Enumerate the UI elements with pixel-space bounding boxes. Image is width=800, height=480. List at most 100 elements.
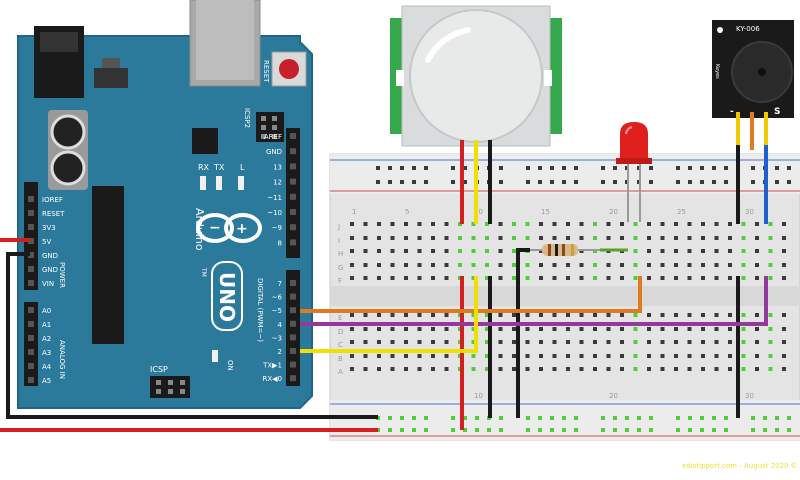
analog-pin-label: A1 bbox=[42, 321, 51, 329]
digital-pin-top bbox=[290, 209, 296, 215]
breadboard-hole-top bbox=[552, 276, 557, 280]
resistor-band-1 bbox=[548, 244, 551, 256]
analog-header bbox=[24, 302, 38, 386]
breadboard-hole-top bbox=[525, 222, 530, 226]
breadboard-hole-bottom bbox=[728, 327, 732, 331]
breadboard-hole-bottom bbox=[431, 340, 435, 344]
breadboard-hole-bottom bbox=[633, 354, 638, 358]
breadboard-hole-top bbox=[647, 236, 651, 240]
reset-button-cap[interactable] bbox=[279, 59, 299, 79]
breadboard-hole-bottom bbox=[498, 340, 503, 344]
analog-pin bbox=[28, 307, 34, 313]
breadboard-hole-bottom bbox=[620, 354, 624, 358]
breadboard-hole-top bbox=[660, 263, 665, 267]
resistor bbox=[530, 244, 600, 256]
breadboard-hole-bottom bbox=[498, 367, 503, 371]
rail-hole-top bbox=[676, 166, 680, 170]
breadboard-hole-top bbox=[714, 276, 719, 280]
tx-led bbox=[216, 176, 222, 190]
rail-hole-top bbox=[688, 180, 692, 184]
breadboard-hole-top bbox=[512, 249, 516, 253]
buzzer-side-text: Keyes bbox=[714, 64, 720, 79]
rail-hole-bottom bbox=[700, 416, 704, 420]
rail-hole-top bbox=[751, 166, 755, 170]
rail-hole-bottom bbox=[475, 416, 479, 420]
rail-hole-bottom bbox=[388, 416, 392, 420]
breadboard-hole-top bbox=[782, 276, 786, 280]
regulator-tab bbox=[102, 58, 120, 68]
breadboard-hole-top bbox=[714, 236, 719, 240]
breadboard-hole-top bbox=[579, 236, 584, 240]
breadboard-hole-top bbox=[714, 222, 719, 226]
rail-hole-bottom bbox=[463, 428, 467, 432]
breadboard-hole-bottom bbox=[755, 340, 759, 344]
breadboard-hole-bottom bbox=[552, 367, 557, 371]
breadboard-hole-bottom bbox=[525, 313, 530, 317]
breadboard-hole-top bbox=[674, 276, 678, 280]
breadboard-hole-bottom bbox=[512, 327, 516, 331]
rail-hole-bottom bbox=[451, 416, 455, 420]
rail-hole-bottom bbox=[451, 428, 455, 432]
breadboard-hole-bottom bbox=[431, 354, 435, 358]
breadboard: 1 5 10 15 20 25 30 10 20 30 J I H G F E … bbox=[329, 153, 800, 441]
power-pin bbox=[28, 238, 34, 244]
breadboard-hole-top bbox=[431, 249, 435, 253]
digital-pin-bottom bbox=[290, 280, 296, 286]
breadboard-hole-top bbox=[363, 263, 368, 267]
breadboard-hole-top bbox=[593, 276, 597, 280]
rail-hole-top bbox=[526, 166, 530, 170]
icsp-pin bbox=[168, 380, 173, 385]
rail-hole-top bbox=[538, 180, 542, 184]
buzzer-module: KY-006 Keyes - S bbox=[712, 20, 794, 118]
breadboard-hole-top bbox=[728, 249, 732, 253]
rail-hole-bottom bbox=[625, 416, 629, 420]
rail-hole-top bbox=[787, 180, 791, 184]
breadboard-hole-bottom bbox=[674, 367, 678, 371]
breadboard-hole-top bbox=[741, 249, 746, 253]
rail-hole-bottom bbox=[751, 428, 755, 432]
breadboard-hole-bottom bbox=[768, 313, 773, 317]
digital-pin-bottom bbox=[290, 348, 296, 354]
digital-pin-label: GND bbox=[266, 148, 282, 156]
row-letter-b: B bbox=[338, 355, 343, 363]
row-letter-i: I bbox=[338, 237, 340, 245]
breadboard-hole-top bbox=[471, 276, 476, 280]
breadboard-hole-bottom bbox=[363, 340, 368, 344]
breadboard-hole-bottom bbox=[606, 327, 611, 331]
breadboard-hole-top bbox=[782, 249, 786, 253]
credit-text: edistipport.com - August 2020 © bbox=[682, 462, 798, 470]
rail-hole-bottom bbox=[499, 416, 503, 420]
rail-hole-bottom bbox=[787, 428, 791, 432]
breadboard-hole-bottom bbox=[741, 313, 746, 317]
rx-label: RX bbox=[198, 163, 210, 172]
rail-hole-top bbox=[574, 180, 578, 184]
breadboard-hole-bottom bbox=[687, 354, 692, 358]
rail-hole-bottom bbox=[637, 416, 641, 420]
breadboard-hole-bottom bbox=[728, 313, 732, 317]
breadboard-hole-top bbox=[512, 222, 516, 226]
breadboard-hole-top bbox=[498, 276, 503, 280]
breadboard-hole-top bbox=[660, 276, 665, 280]
power-pin bbox=[28, 252, 34, 258]
row-letter-e: E bbox=[338, 314, 342, 322]
breadboard-hole-top bbox=[687, 276, 692, 280]
breadboard-hole-bottom bbox=[606, 354, 611, 358]
power-pin bbox=[28, 266, 34, 272]
breadboard-hole-bottom bbox=[350, 367, 354, 371]
breadboard-hole-top bbox=[485, 263, 489, 267]
breadboard-hole-bottom bbox=[444, 354, 449, 358]
center-channel bbox=[330, 286, 800, 306]
rail-hole-bottom bbox=[763, 416, 767, 420]
power-pin-label: GND bbox=[42, 266, 58, 274]
col-num-20: 20 bbox=[609, 208, 618, 216]
power-pin bbox=[28, 196, 34, 202]
breadboard-hole-top bbox=[525, 236, 530, 240]
breadboard-hole-top bbox=[552, 222, 557, 226]
rail-hole-top bbox=[463, 166, 467, 170]
breadboard-hole-top bbox=[701, 276, 705, 280]
digital-pin-label: ~9 bbox=[272, 224, 282, 232]
tx-label: TX bbox=[213, 163, 225, 172]
breadboard-hole-bottom bbox=[417, 354, 422, 358]
capacitor-2 bbox=[50, 150, 86, 186]
breadboard-hole-top bbox=[552, 263, 557, 267]
